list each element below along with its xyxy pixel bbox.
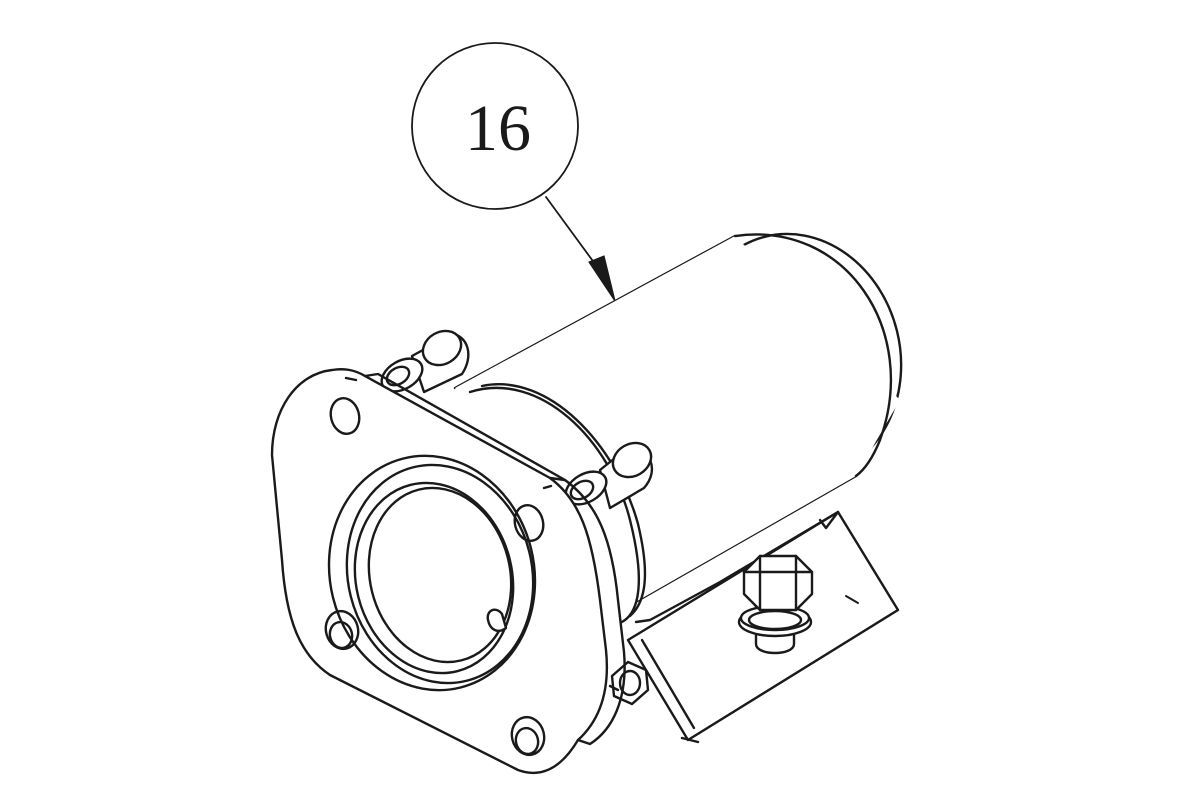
front-flange [270, 368, 626, 775]
bracket-hex-bolt [737, 554, 814, 655]
callout-number: 16 [465, 92, 531, 165]
center-bore [327, 454, 537, 692]
stud-bolt-right [564, 441, 654, 510]
leader-arrow-icon [545, 196, 616, 302]
motor-assembly-icon [270, 232, 903, 775]
callout-balloon: 16 [411, 42, 579, 210]
flange-bolt-holes [324, 397, 546, 757]
bolt-head-lower-right [510, 715, 546, 757]
bottom-nut [610, 660, 650, 706]
